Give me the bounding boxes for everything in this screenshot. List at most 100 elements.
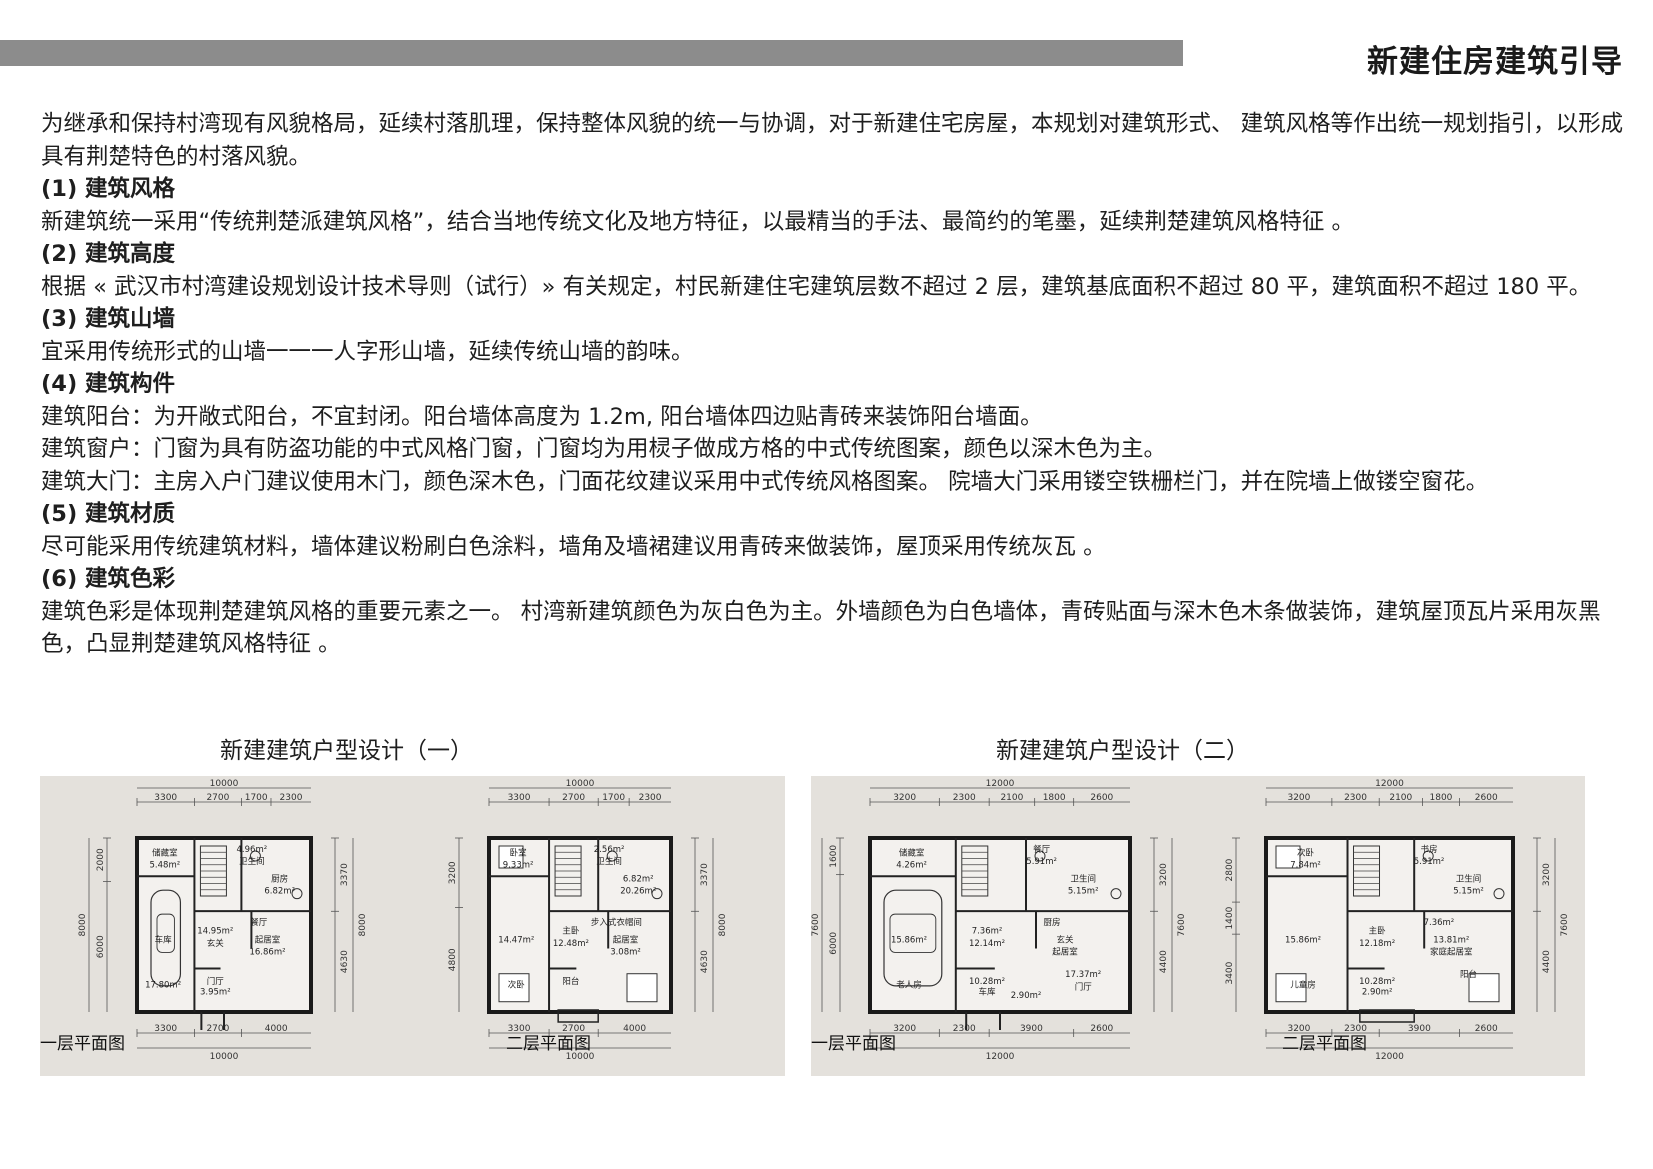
sink-icon: [1110, 888, 1122, 900]
room-label: 5.91m²: [1026, 857, 1057, 867]
dimension-label: 3370: [340, 863, 350, 886]
floor-plan-design-1: 10000 3300 2700 1700 2300 3300 2700 4000 10000 20…: [40, 776, 785, 1076]
room-label: 起居室: [613, 934, 639, 945]
dimension-label: 2300: [639, 793, 662, 803]
room-label: 5.15m²: [1453, 887, 1484, 897]
bed-icon: [1468, 973, 1500, 1003]
room-label: 20.26m²: [620, 887, 656, 897]
dimension-label: 2700: [562, 793, 585, 803]
room-label: 厨房: [1043, 917, 1060, 928]
dimension-label: 3400: [1225, 961, 1235, 984]
section-text: 根据 « 武汉市村湾建设规划设计技术导则（试行）» 有关规定，村民新建住宅建筑层…: [41, 273, 1592, 300]
dimension-label: 3200: [893, 793, 916, 803]
section-heading: (4) 建筑构件: [41, 371, 176, 397]
sink-icon: [1493, 888, 1505, 900]
section-text: 建筑窗户：门窗为具有防盗功能的中式风格门窗，门窗均为用棂子做成方格的中式传统图案…: [41, 436, 1167, 462]
dimension-label: 8000: [78, 913, 88, 936]
room-label: 卫生间: [239, 856, 265, 867]
room-label: 6.82m²: [264, 887, 295, 897]
page-title: 新建住房建筑引导: [1367, 44, 1623, 80]
room-label: 储藏室: [899, 847, 925, 858]
car-window: [156, 913, 175, 953]
dimension-label: 7600: [1177, 913, 1187, 936]
room-label: 儿童房: [1290, 980, 1316, 991]
room-label: 车库: [978, 987, 996, 998]
dimension-label: 3900: [1020, 1024, 1043, 1034]
section-text: 建筑大门：主房入户门建议使用木门，颜色深木色，门面花纹建议采用中式传统风格图案。…: [41, 468, 1489, 495]
room-label: 次卧: [1297, 847, 1315, 858]
sink-icon: [651, 888, 663, 900]
dimension-label: 2300: [1344, 793, 1367, 803]
dimension-label: 4400: [1542, 950, 1552, 973]
dimension-label: 3200: [1159, 863, 1169, 886]
room-label: 门厅: [1075, 981, 1093, 992]
dimension-label: 4000: [265, 1024, 288, 1034]
room-label: 门厅: [207, 976, 225, 987]
room-label: 主卧: [1369, 926, 1387, 937]
dimension-label: 1800: [1043, 793, 1066, 803]
section-heading: (2) 建筑高度: [41, 241, 176, 267]
section-text: 尽可能采用传统建筑材料，墙体建议粉刷白色涂料，墙角及墙裙建议用青砖来做装饰，屋顶…: [41, 533, 1106, 560]
room-label: 13.81m²: [1433, 935, 1469, 945]
dimension-label: 7600: [811, 913, 821, 936]
dimension-label: 10000: [210, 1052, 239, 1062]
dimension-label: 12000: [1375, 779, 1404, 789]
room-label: 阳台: [1460, 969, 1477, 980]
car-window: [889, 913, 937, 953]
dimension-label: 1400: [1225, 906, 1235, 929]
dimension-label: 2700: [562, 1024, 585, 1034]
header-bar: [0, 40, 1183, 66]
dimension-label: 10000: [566, 779, 595, 789]
dimension-label: 2100: [1000, 793, 1023, 803]
section-text: 新建筑统一采用“传统荆楚派建筑风格”，结合当地传统文化及地方特征，以最精当的手法…: [41, 208, 1354, 235]
dimension-label: 3300: [154, 793, 177, 803]
section-text: 建筑阳台：为开敞式阳台，不宜封闭。阳台墙体高度为 1.2m, 阳台墙体四边贴青砖…: [41, 403, 1043, 430]
room-label: 17.37m²: [1065, 970, 1101, 980]
dimension-label: 3300: [508, 793, 531, 803]
room-label: 5.91m²: [1414, 857, 1445, 867]
dimension-label: 4000: [623, 1024, 646, 1034]
room-label: 7.84m²: [1290, 861, 1321, 871]
dimension-label: 2600: [1090, 793, 1113, 803]
room-label: 14.47m²: [498, 935, 534, 945]
room-label: 主卧: [562, 926, 580, 937]
dimension-label: 1800: [1430, 793, 1453, 803]
room-label: 3.08m²: [610, 948, 641, 958]
room-label: 餐厅: [250, 918, 268, 928]
section-text: 建筑色彩是体现荆楚建筑风格的重要元素之一。 村湾新建筑颜色为灰白色为主。外墙颜色…: [41, 598, 1601, 658]
dimension-label: 2300: [1344, 1024, 1367, 1034]
room-label: 5.48m²: [150, 861, 181, 871]
room-label: 7.36m²: [1424, 918, 1455, 928]
dimension-label: 2300: [953, 793, 976, 803]
intro-paragraph: 为继承和保持村湾现有风貌格局，延续村落肌理，保持整体风貌的统一与协调，对于新建住…: [41, 111, 1624, 170]
room-label: 12.48m²: [553, 939, 589, 949]
room-label: 老人房: [896, 980, 922, 991]
floor-plan-design-2: 12000 3200 2300 2100 1800 2600 3200 2300 3900 260…: [811, 776, 1585, 1076]
room-label: 16.86m²: [249, 948, 285, 958]
dimension-label: 4800: [448, 948, 458, 971]
toilet-icon: [1034, 850, 1046, 862]
room-label: 卫生间: [1070, 874, 1096, 885]
plan-2-floor-1-label: 一层平面图: [811, 1034, 896, 1054]
dimension-label: 2600: [1475, 1024, 1498, 1034]
room-label: 15.86m²: [891, 935, 927, 945]
room-label: 3.95m²: [200, 988, 231, 998]
floor-plan-drawing-2: 12000 3200 2300 2100 1800 2600 3200 2300 3900 260…: [811, 779, 1570, 1062]
dimension-label: 3200: [893, 1024, 916, 1034]
dimension-label: 2000: [96, 848, 106, 871]
dimension-label: 2300: [953, 1024, 976, 1034]
balcony-rail: [1359, 1009, 1415, 1023]
dimension-label: 6000: [829, 932, 839, 955]
section-heading: (5) 建筑材质: [41, 501, 176, 527]
dimension-label: 3200: [1287, 793, 1310, 803]
plan-1-floor-2-label: 二层平面图: [506, 1034, 591, 1054]
car-icon: [150, 889, 182, 987]
dimension-label: 4400: [1159, 950, 1169, 973]
bed-icon: [1275, 973, 1307, 1003]
dimension-label: 1700: [602, 793, 625, 803]
room-label: 15.86m²: [1285, 935, 1321, 945]
dimension-label: 6000: [96, 935, 106, 958]
section-list: (1) 建筑风格新建筑统一采用“传统荆楚派建筑风格”，结合当地传统文化及地方特征…: [41, 173, 1626, 661]
bed-icon: [498, 845, 524, 869]
plan-2-title: 新建建筑户型设计（二）: [996, 738, 1249, 764]
